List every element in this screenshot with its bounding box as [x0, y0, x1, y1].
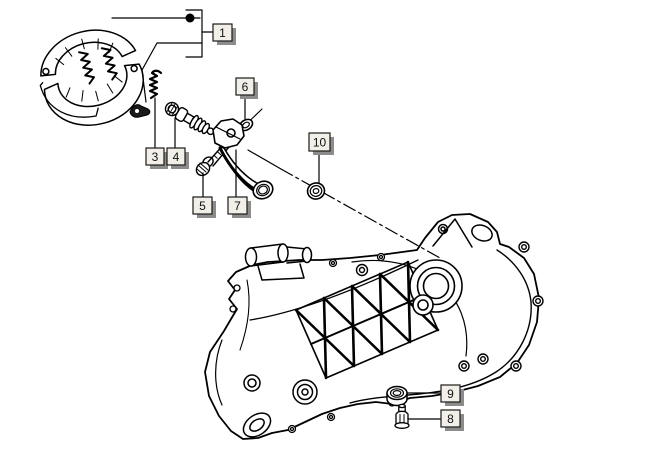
brake-arm: [212, 118, 274, 200]
shoe-return-spring-a: [78, 51, 96, 85]
callout-number: 6: [242, 80, 249, 94]
brake-shoe-assembly: [39, 29, 144, 126]
shoe-web-hatch: [55, 38, 123, 102]
callout-box: [192, 196, 213, 215]
callout-number: 3: [152, 150, 159, 164]
callout-box: [440, 409, 461, 428]
tension-spring: [148, 69, 163, 100]
part-callout-1[interactable]: 1: [212, 23, 236, 45]
callout-box: [440, 384, 461, 403]
callout-box: [235, 77, 255, 96]
callout-bracket-1: [185, 9, 203, 58]
part-callout-7[interactable]: 7: [227, 196, 251, 218]
callout-number: 4: [173, 150, 180, 164]
drum-depth-line: [39, 82, 99, 118]
shoe-pivot-hole: [42, 67, 50, 76]
callout-number: 10: [313, 136, 327, 150]
drain-boss: [292, 379, 318, 405]
axis-line-dashed: [280, 168, 441, 259]
drain-bolt: [394, 403, 410, 429]
top-lug-details: [432, 218, 493, 248]
part-callout-10[interactable]: 10: [308, 132, 334, 155]
part-callout-9[interactable]: 9: [440, 384, 464, 406]
part-callout-4[interactable]: 4: [166, 147, 189, 169]
brake-camshaft: [164, 101, 215, 136]
retainer-clip: [129, 104, 151, 118]
shoe-anchor-hole: [130, 64, 138, 73]
callout-number: 7: [234, 199, 241, 213]
top-boss: [355, 263, 369, 277]
part-callout-6[interactable]: 6: [235, 77, 258, 99]
part-callout-3[interactable]: 3: [145, 147, 168, 169]
left-wall-line: [239, 279, 250, 351]
arm-nut: [306, 182, 326, 200]
lower-brake-shoe: [43, 63, 144, 126]
part-callout-5[interactable]: 5: [192, 196, 216, 218]
foot-pad: [242, 412, 272, 438]
leader-1-lower: [141, 42, 203, 103]
belly-edge-line: [249, 259, 419, 321]
leg-inner-line: [215, 339, 223, 406]
callout-box: [166, 147, 186, 166]
axis-line-solid: [247, 149, 282, 170]
callout-box: [308, 132, 331, 152]
part-callout-8[interactable]: 8: [440, 409, 464, 431]
crankcase-drawing: [204, 213, 544, 440]
flange-bolt-ears: [458, 241, 544, 372]
callout-box: [212, 23, 233, 42]
seal-washer: [386, 385, 408, 407]
rib-lattice: [294, 260, 440, 380]
callout-number: 5: [199, 199, 206, 213]
callout-number: 8: [447, 412, 454, 426]
engine-mount-lugs: [244, 243, 313, 281]
upper-brake-shoe: [40, 29, 137, 77]
callout-box: [145, 147, 165, 166]
bearing-bosses: [409, 259, 463, 316]
callout-number: 1: [219, 26, 226, 40]
callout-dot: [185, 13, 195, 23]
callout-number: 9: [447, 387, 454, 401]
shoe-return-spring-b: [100, 47, 118, 81]
callout-box: [227, 196, 248, 215]
left-boss: [243, 374, 261, 392]
